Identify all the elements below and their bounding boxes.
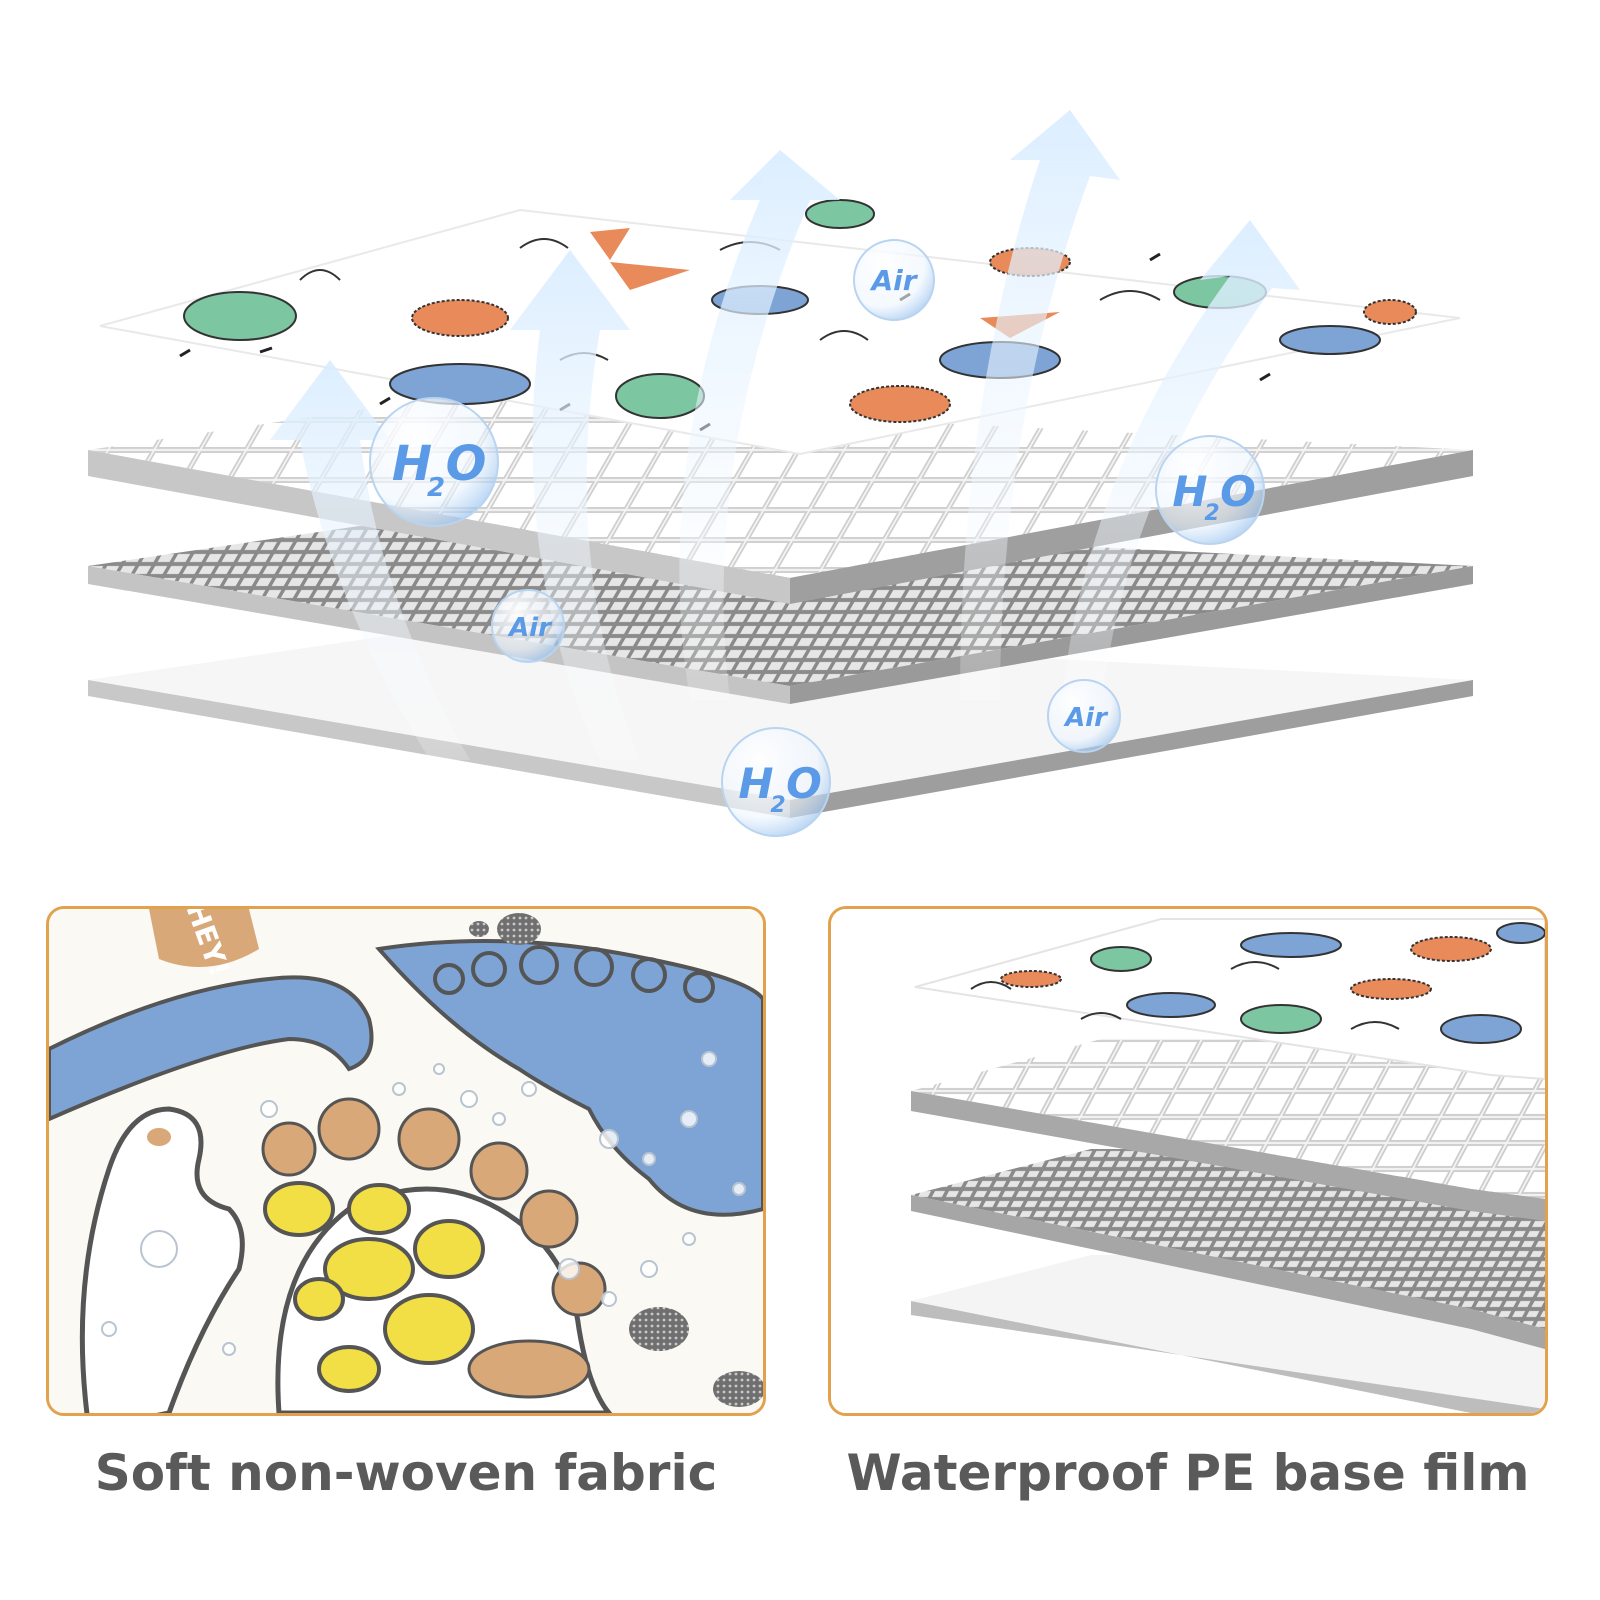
fabric-caption: Soft non-woven fabric — [94, 1444, 718, 1502]
h2o-sub: 2 — [770, 793, 785, 818]
air-label: Air — [1063, 703, 1109, 733]
h2o-sub: 2 — [427, 473, 445, 503]
air-bubble-top: Air — [853, 239, 935, 321]
base-film-caption: Waterproof PE base film — [846, 1444, 1530, 1502]
fabric-closeup-image: HEY! — [49, 909, 763, 1413]
air-label: Air — [507, 613, 553, 643]
h2o-bubble-left: H 2 O — [369, 397, 499, 527]
h2o-h: H — [1172, 467, 1207, 516]
layer-diagram: Air H 2 O H 2 O Air Air H 2 O — [88, 110, 1473, 837]
h2o-sub: 2 — [1204, 501, 1219, 526]
h2o-bubble-right: H 2 O — [1155, 435, 1265, 545]
h2o-o: O — [446, 436, 487, 492]
h2o-h: H — [392, 436, 432, 492]
air-bubble-middle: Air — [491, 589, 565, 663]
base-film-panel — [828, 906, 1548, 1416]
air-label: Air — [869, 264, 918, 297]
h2o-o: O — [1220, 467, 1256, 516]
air-bubble-right: Air — [1047, 679, 1121, 753]
h2o-h: H — [738, 759, 773, 808]
layers-closeup-image — [831, 909, 1545, 1413]
h2o-bubble-bottom: H 2 O — [721, 727, 831, 837]
fabric-closeup-panel: HEY! — [46, 906, 766, 1416]
h2o-o: O — [786, 759, 822, 808]
airflow-arrows — [270, 110, 1300, 760]
